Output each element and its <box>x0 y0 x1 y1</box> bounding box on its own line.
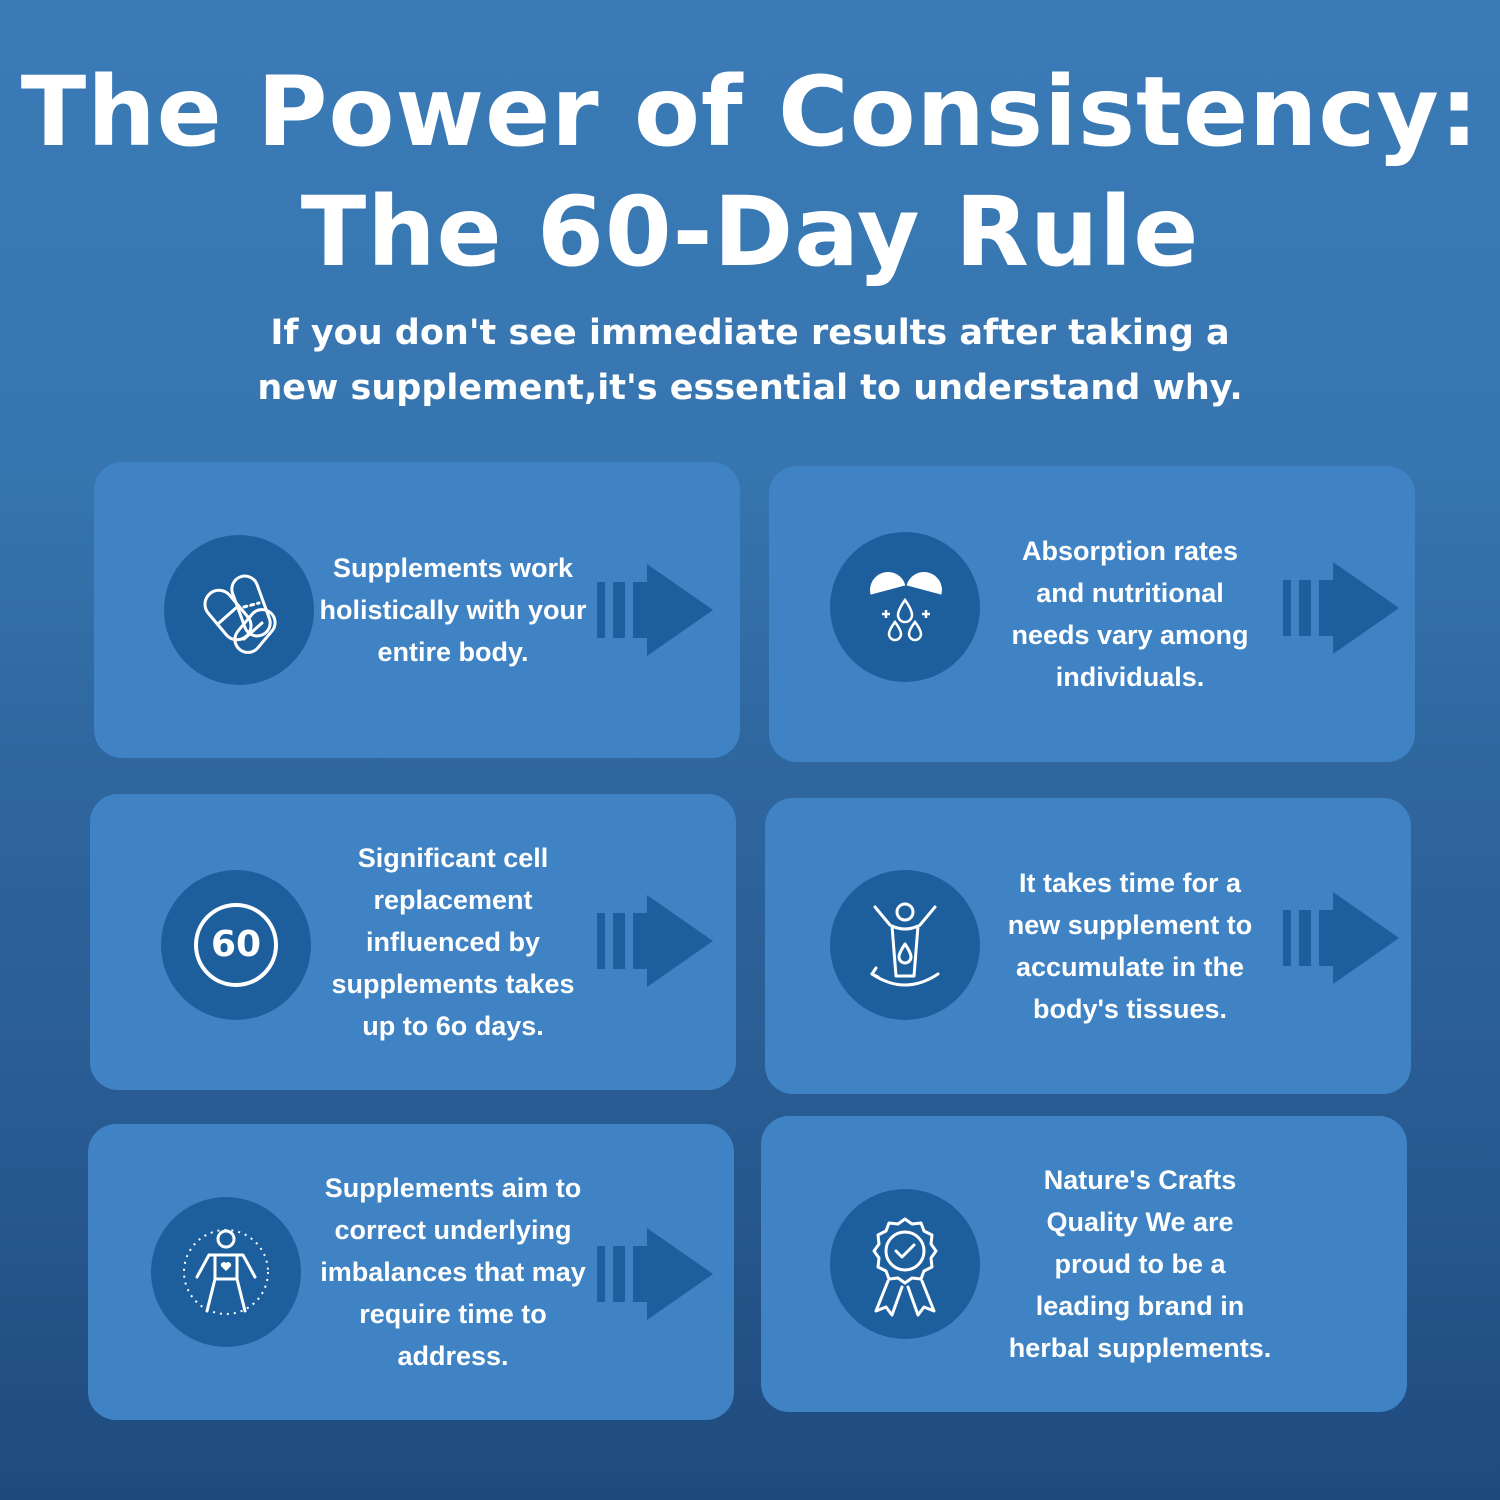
icon-badge <box>151 1197 301 1347</box>
icon-badge: 60 <box>161 870 311 1020</box>
card-text: It takes time for a new supplement to ac… <box>1007 868 1253 1024</box>
info-card-imbalances: Supplements aim to correct underlying im… <box>88 1124 734 1420</box>
info-card-accumulate: It takes time for a new supplement to ac… <box>765 798 1411 1094</box>
icon-badge <box>830 870 980 1020</box>
arrow-right-icon <box>1283 888 1399 988</box>
info-card-absorption: Absorption rates and nutritional needs v… <box>769 466 1415 762</box>
card-text: Significant cell replacement influenced … <box>331 843 575 1041</box>
card-text: Supplements work holistically with your … <box>319 553 587 667</box>
quality-badge-icon <box>872 1217 938 1317</box>
body-absorption-icon <box>870 902 940 987</box>
sixty-days-label: 60 <box>210 924 262 965</box>
icon-badge <box>830 1189 980 1339</box>
card-text: Nature's Crafts Quality We are proud to … <box>1008 1165 1272 1363</box>
card-text: Absorption rates and nutritional needs v… <box>1011 536 1249 692</box>
info-card-holistic: Supplements work holistically with your … <box>94 462 740 758</box>
arrow-right-icon <box>597 560 713 660</box>
page-title-line-2: The 60-Day Rule <box>300 176 1200 288</box>
body-balance-icon <box>183 1229 269 1315</box>
arrow-right-icon <box>597 1224 713 1324</box>
icon-badge <box>830 532 980 682</box>
capsule-drops-icon <box>870 572 942 642</box>
info-card-quality: Nature's Crafts Quality We are proud to … <box>761 1116 1407 1412</box>
capsules-icon <box>203 574 277 654</box>
arrow-right-icon <box>1283 558 1399 658</box>
arrow-right-icon <box>597 891 713 991</box>
card-text: Supplements aim to correct underlying im… <box>320 1173 586 1371</box>
icon-badge <box>164 535 314 685</box>
page-subtitle: If you don't see immediate results after… <box>257 313 1243 408</box>
page-title-line-1: The Power of Consistency: <box>20 56 1480 168</box>
info-card-cell-replacement: 60 Significant cell replacement influenc… <box>90 794 736 1090</box>
sixty-days-icon <box>194 903 278 987</box>
